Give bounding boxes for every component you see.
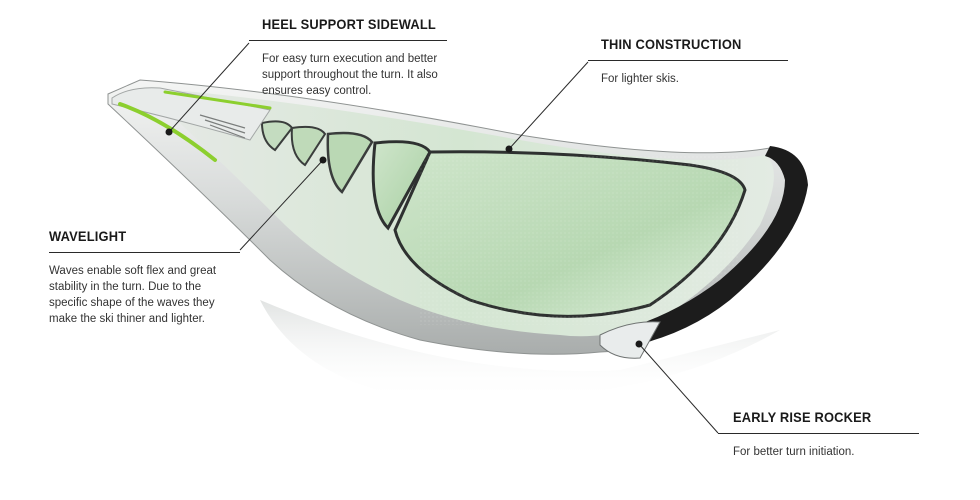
ski-tip-edge — [600, 146, 808, 350]
ski-tip-rim — [599, 321, 661, 359]
callout-rule — [588, 60, 788, 61]
callout-thin-construction: THIN CONSTRUCTION For lighter skis. — [588, 36, 791, 87]
callout-text: For better turn initiation. — [733, 446, 855, 458]
callout-wavelight: WAVELIGHT Waves enable soft flex and gre… — [49, 228, 240, 327]
ski-shadow — [260, 300, 780, 402]
callout-text: For lighter skis. — [601, 73, 679, 85]
callout-title: THIN CONSTRUCTION — [601, 36, 742, 52]
callout-title: EARLY RISE ROCKER — [733, 409, 872, 425]
wavelight-panels — [238, 113, 747, 325]
tail-detail — [111, 87, 272, 162]
callout-rule — [718, 433, 919, 434]
leader-lines — [168, 42, 719, 434]
callout-text: Waves enable soft flex and great stabili… — [49, 265, 217, 325]
callout-rule — [249, 40, 447, 41]
callout-early-rise-rocker: EARLY RISE ROCKER For better turn initia… — [718, 409, 919, 460]
leader-dots — [165, 128, 643, 348]
leader-heel — [168, 42, 250, 133]
callout-rule — [49, 252, 240, 253]
callout-title: WAVELIGHT — [49, 228, 127, 244]
callout-title: HEEL SUPPORT SIDEWALL — [262, 16, 436, 32]
leader-wave — [239, 159, 324, 251]
leader-thin — [508, 61, 589, 150]
callout-heel-support: HEEL SUPPORT SIDEWALL For easy turn exec… — [249, 16, 447, 99]
leader-rocker — [638, 343, 719, 434]
callout-text: For easy turn execution and better suppo… — [262, 53, 438, 97]
